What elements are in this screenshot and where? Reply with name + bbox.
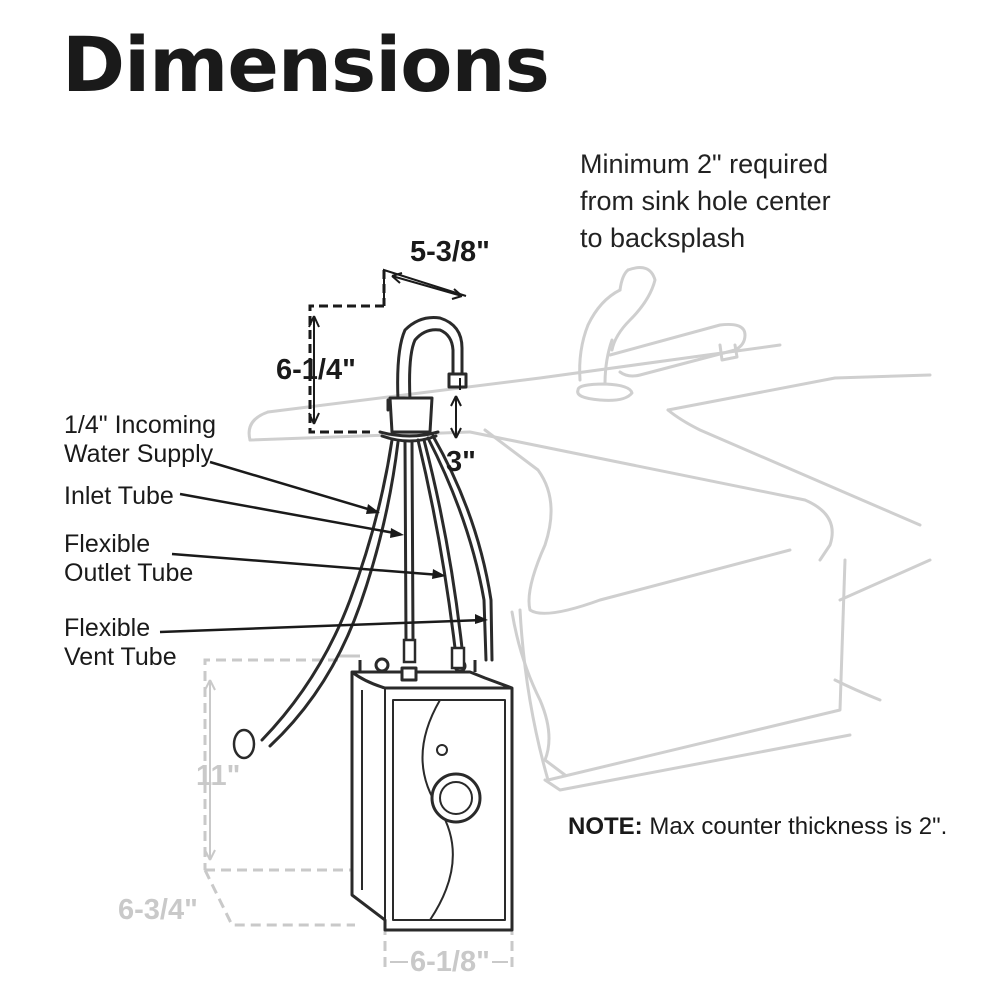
page-title: Dimensions [62, 20, 550, 109]
callout-arrowheads [366, 504, 488, 624]
faucet-height-label: 6-1/4" [276, 354, 356, 386]
outlet-tube-line-2: Outlet Tube [64, 559, 194, 587]
outlet-tube-callout: Flexible Outlet Tube [64, 530, 193, 588]
faucet-tubes [260, 434, 494, 748]
tank-dimension-guides [203, 654, 514, 968]
clearance-note: Minimum 2" required from sink hole cente… [580, 146, 831, 257]
vent-tube-line-2: Vent Tube [64, 643, 177, 671]
tube-end-fittings [232, 638, 466, 760]
faucet-dimension-lines [308, 268, 467, 434]
tank-depth-label: 6-3/4" [118, 894, 198, 926]
inlet-tube-callout: Inlet Tube [64, 482, 174, 510]
vent-tube-line-1: Flexible [64, 614, 151, 642]
outlet-tube-line-1: Flexible [64, 530, 151, 558]
countertop-sink-illustration [247, 266, 932, 792]
callout-leader-lines [159, 460, 484, 634]
water-supply-line-1: 1/4" Incoming [64, 411, 217, 439]
clearance-note-line-2: from sink hole center [580, 186, 831, 216]
note-label: NOTE: [568, 813, 643, 840]
clearance-note-line-1: Minimum 2" required [580, 149, 829, 179]
vent-tube-callout: Flexible Vent Tube [64, 614, 177, 672]
water-supply-line-2: Water Supply [64, 440, 214, 468]
note-text: Max counter thickness is 2". [642, 813, 948, 840]
hot-water-faucet [378, 316, 468, 443]
counter-thickness-note: NOTE: Max counter thickness is 2". [568, 813, 947, 841]
tank-height-label: 11" [196, 760, 241, 792]
faucet-reach-label: 5-3/8" [410, 236, 490, 268]
water-supply-callout: 1/4" Incoming Water Supply [64, 411, 216, 469]
base-height-label: 3" [446, 446, 476, 478]
water-tank [350, 657, 514, 932]
dimension-arrows [204, 272, 508, 963]
tank-width-label: 6-1/8" [410, 946, 490, 978]
clearance-note-line-3: to backsplash [580, 223, 746, 253]
